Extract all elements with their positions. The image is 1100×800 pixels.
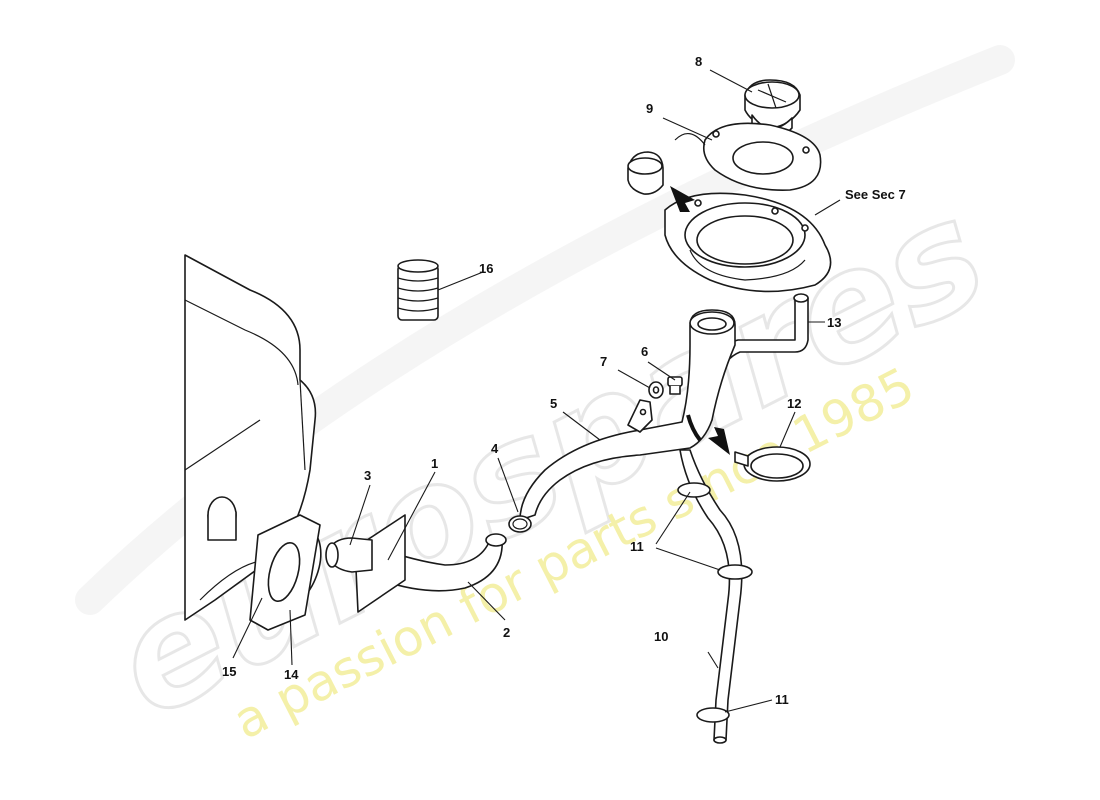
callout-see-sec-7: See Sec 7 <box>845 187 906 202</box>
callout-13: 13 <box>827 315 841 330</box>
plate-seal <box>354 514 406 613</box>
filler-neck <box>519 309 736 521</box>
washer <box>648 381 664 399</box>
callout-7: 7 <box>600 354 607 369</box>
callout-3: 3 <box>364 468 371 483</box>
callout-6: 6 <box>641 344 648 359</box>
callout-11-upper: 11 <box>630 539 644 554</box>
callout-5: 5 <box>550 396 557 411</box>
pipe-clip <box>677 482 753 723</box>
arrow-markers <box>670 186 730 455</box>
mounting-bracket <box>627 399 653 433</box>
spigot <box>325 537 373 573</box>
small-dust-cap <box>627 151 664 195</box>
callout-2: 2 <box>503 625 510 640</box>
callout-14: 14 <box>284 667 299 682</box>
leader-lines <box>232 69 841 713</box>
bolt <box>667 376 683 395</box>
callout-12: 12 <box>787 396 801 411</box>
callout-1: 1 <box>431 456 438 471</box>
callout-8: 8 <box>695 54 702 69</box>
hose-clip-upper <box>508 515 532 533</box>
filler-housing <box>664 192 832 293</box>
tank-flange <box>249 514 321 631</box>
hose-clip-large <box>734 446 811 482</box>
callout-labels: 1 2 3 4 5 6 7 8 9 See Sec 7 13 12 16 11 … <box>222 54 906 707</box>
breather-pipe <box>679 449 743 744</box>
callout-16: 16 <box>479 261 493 276</box>
filler-flange-plate <box>674 122 822 191</box>
spring-coil <box>397 259 439 321</box>
callout-15: 15 <box>222 664 236 679</box>
callout-10: 10 <box>654 629 668 644</box>
callout-4: 4 <box>491 441 499 456</box>
callout-9: 9 <box>646 101 653 116</box>
callout-11-lower: 11 <box>775 692 789 707</box>
